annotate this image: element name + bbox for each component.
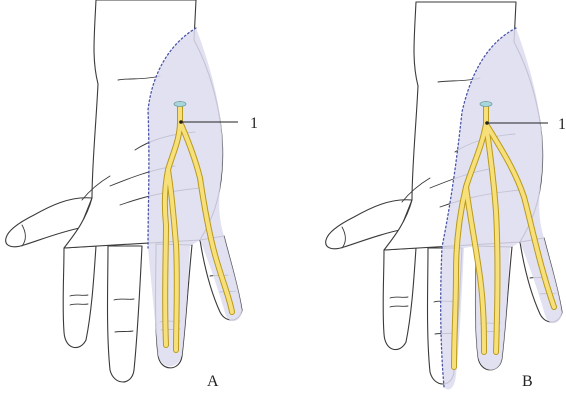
callout-label-a: 1 — [250, 115, 258, 132]
panel-a: 1 A — [6, 0, 258, 390]
panel-letter-b: B — [522, 373, 533, 390]
panel-b: 1 B — [326, 2, 566, 390]
panel-letter-a: A — [207, 373, 219, 390]
callout-label-b: 1 — [558, 116, 566, 133]
